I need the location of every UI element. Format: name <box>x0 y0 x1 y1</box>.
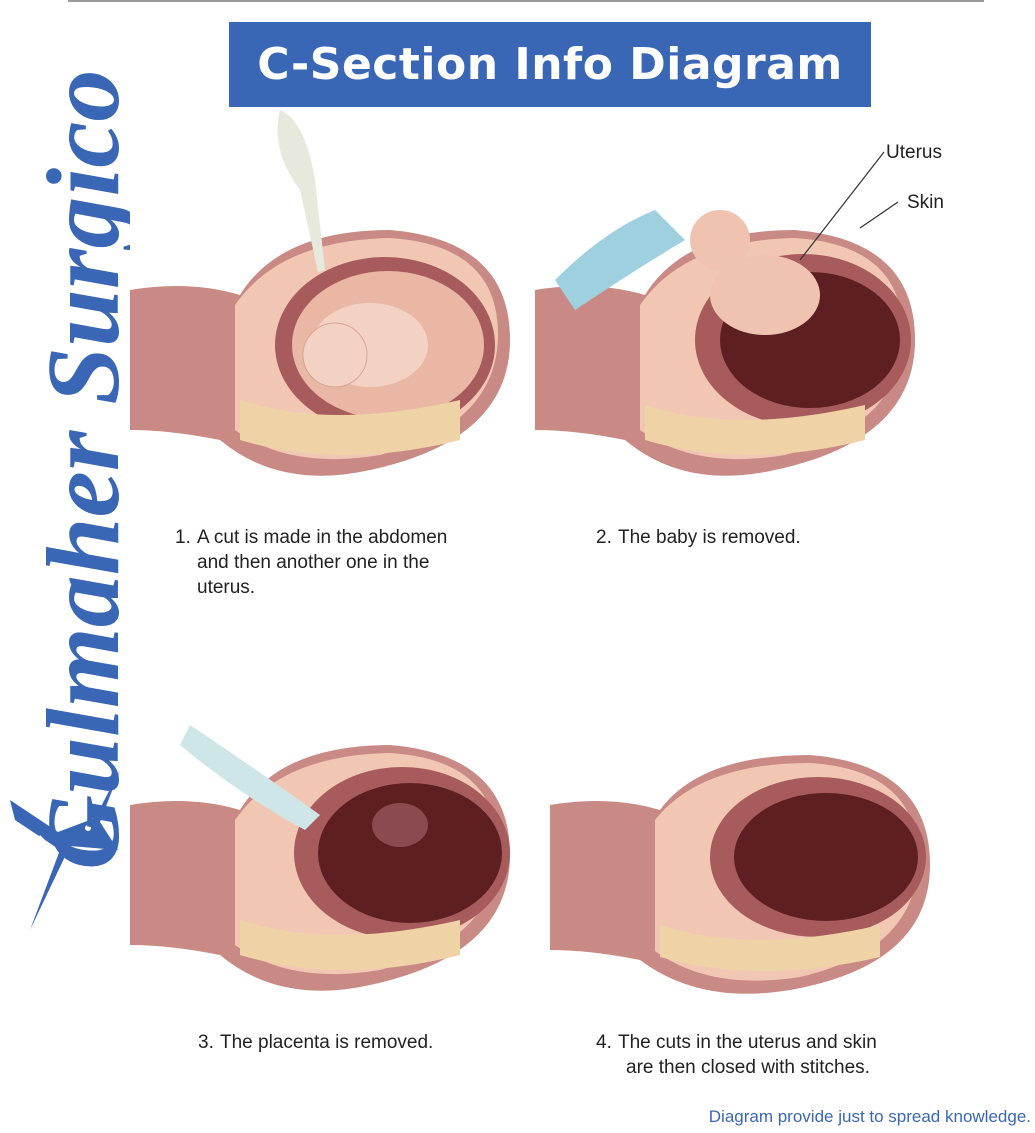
caption-step-2: 2. The baby is removed. <box>596 525 801 550</box>
caption-line: are then closed with stitches. <box>626 1057 870 1078</box>
page-title: C-Section Info Diagram <box>257 39 843 90</box>
caption-step-3: 3. The placenta is removed. <box>198 1030 433 1055</box>
swallow-bird-icon <box>10 770 120 930</box>
top-divider <box>68 0 984 2</box>
caption-step-1: 1. A cut is made in the abdomen and then … <box>175 525 447 600</box>
caption-line: A cut is made in the abdomen <box>197 527 448 548</box>
illustration-step-2 <box>535 170 935 490</box>
caption-line: The placenta is removed. <box>220 1032 434 1053</box>
caption-line: The baby is removed. <box>618 527 801 548</box>
caption-line: The cuts in the uterus and skin <box>618 1032 877 1053</box>
caption-line: uterus. <box>197 577 256 598</box>
illustration-step-3 <box>130 705 530 1005</box>
skin-label: Skin <box>907 192 944 213</box>
illustration-step-4 <box>550 745 950 1005</box>
title-banner: C-Section Info Diagram <box>229 22 871 107</box>
brand-watermark: Gulmaher Surgico <box>0 0 130 1133</box>
step-number: 4. <box>596 1032 612 1053</box>
footer-note: Diagram provide just to spread knowledge… <box>708 1107 1031 1126</box>
step-number: 2. <box>596 527 612 548</box>
uterus-label: Uterus <box>886 142 942 163</box>
step-number: 1. <box>175 527 191 548</box>
caption-line: and then another one in the <box>197 552 430 573</box>
step-number: 3. <box>198 1032 214 1053</box>
brand-graphic: Gulmaher Surgico <box>10 70 130 930</box>
illustration-step-1 <box>130 110 530 490</box>
brand-name: Gulmaher Surgico <box>26 70 130 870</box>
caption-step-4: 4. The cuts in the uterus and skin are th… <box>596 1030 877 1080</box>
label-leader-lines <box>799 151 899 261</box>
